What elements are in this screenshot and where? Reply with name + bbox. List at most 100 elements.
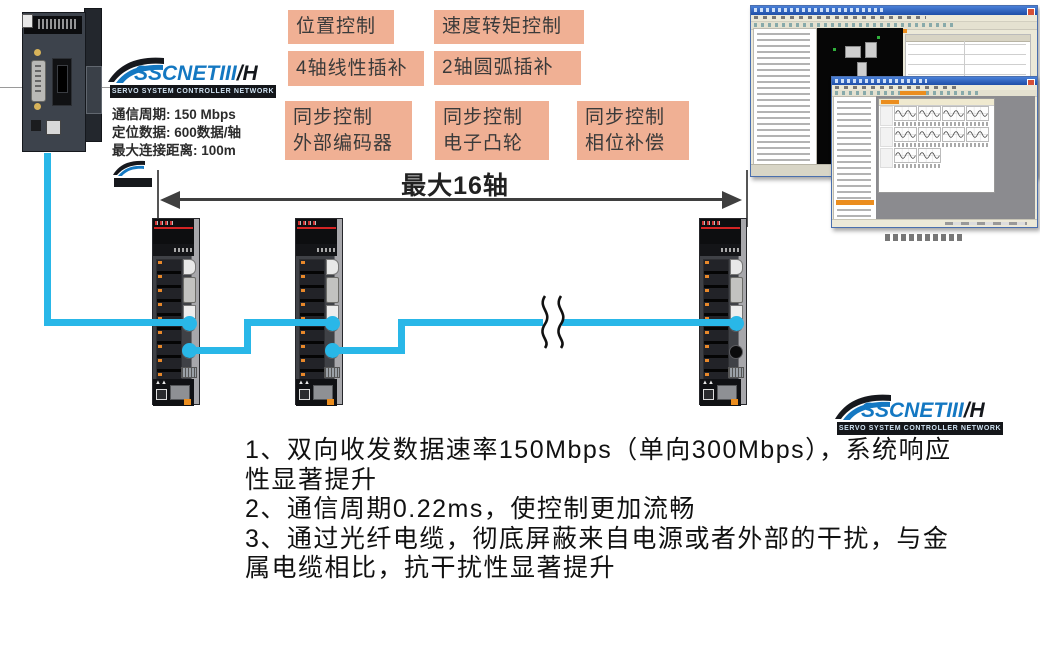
spec-line: 通信周期: 150 Mbps bbox=[112, 107, 236, 122]
row-label bbox=[880, 148, 893, 168]
io-connector bbox=[326, 277, 339, 303]
note-line: 性显著提升 bbox=[245, 465, 378, 494]
orange-tab bbox=[184, 399, 191, 405]
small-port bbox=[31, 120, 41, 131]
encoder-connector bbox=[183, 259, 196, 275]
logo-subtitle: SERVO SYSTEM CONTROLLER NETWORK bbox=[110, 85, 276, 98]
arrow-end-bar bbox=[157, 170, 159, 227]
drive-red-stripe bbox=[297, 227, 336, 229]
small-switch bbox=[46, 120, 61, 135]
window-caption bbox=[885, 234, 963, 241]
waveform-grid bbox=[880, 106, 989, 169]
waveform-cell bbox=[918, 148, 941, 168]
drive-red-stripe bbox=[701, 227, 740, 229]
sscnet-cable-segment bbox=[244, 323, 251, 354]
waveform-cell bbox=[942, 127, 965, 147]
mitsubishi-logo bbox=[702, 221, 722, 225]
note-line: 1、双向收发数据速率150Mbps（单向300Mbps），系统响应 bbox=[245, 436, 952, 464]
warning-icons: ▲▲ bbox=[155, 380, 167, 386]
swoosh-icon bbox=[835, 394, 891, 420]
dsub-connector bbox=[31, 60, 46, 102]
note-line: 2、通信周期0.22ms，使控制更加流畅 bbox=[245, 495, 696, 523]
logo-subtitle: SERVO SYSTEM CONTROLLER NETWORK bbox=[837, 422, 1003, 435]
sscnet-cable-segment bbox=[398, 323, 405, 354]
waveform-cell bbox=[942, 106, 965, 126]
spec-line: 定位数据: 600数据/轴 bbox=[112, 125, 242, 140]
mini-logo-bar bbox=[114, 178, 152, 187]
drive-top-band bbox=[296, 219, 337, 244]
sscnet-cable-segment bbox=[244, 319, 336, 326]
cam-tree-panel bbox=[833, 96, 878, 222]
encoder-connector bbox=[326, 259, 339, 275]
cable-connector-dot bbox=[182, 316, 197, 331]
cable-connector-dot bbox=[182, 343, 197, 358]
battery-cover bbox=[313, 385, 333, 400]
sscnet-cable-segment bbox=[44, 153, 51, 326]
active-tab-highlight bbox=[900, 91, 926, 95]
drive-red-stripe bbox=[154, 227, 193, 229]
logo-text: SSCNETIII/H bbox=[861, 399, 985, 422]
battery-icon bbox=[299, 389, 310, 400]
drive-model-band bbox=[153, 244, 194, 256]
sscnet-cable-segment bbox=[329, 347, 405, 354]
drive-bottom-band: ▲▲ bbox=[296, 379, 337, 406]
feature-box-sync-external-encoder: 同步控制 外部编码器 bbox=[285, 101, 412, 160]
orange-tab bbox=[327, 399, 334, 405]
waveform-grid-panel bbox=[878, 98, 995, 193]
sscnet-cable-segment bbox=[398, 319, 543, 326]
feature-box-4axis-linear-interpolation: 4轴线性插补 bbox=[288, 51, 424, 86]
battery-cover bbox=[717, 385, 737, 400]
servo-drive: ▲▲ bbox=[295, 218, 343, 406]
servo-drive: ▲▲ bbox=[699, 218, 747, 406]
drive-bottom-band: ▲▲ bbox=[700, 379, 741, 406]
feature-box-sync-phase-compensation: 同步控制 相位补偿 bbox=[577, 101, 689, 160]
cable-connector-dot bbox=[325, 316, 340, 331]
mini-sscnet-logo bbox=[112, 160, 154, 188]
io-connector bbox=[183, 277, 196, 303]
mini-swoosh-icon bbox=[113, 160, 145, 176]
selected-item-highlight bbox=[836, 200, 874, 205]
warning-icons: ▲▲ bbox=[298, 380, 310, 386]
note-line: 3、通过光纤电缆，彻底屏蔽来自电源或者外部的干扰，与金 bbox=[245, 524, 950, 553]
waveform-cell bbox=[918, 127, 941, 147]
battery-icon bbox=[703, 389, 714, 400]
pin-connector bbox=[181, 367, 197, 378]
project-tree-panel bbox=[753, 28, 817, 166]
waveform-cell bbox=[894, 106, 917, 126]
waveform-cell bbox=[966, 127, 989, 147]
sscnet-logo: SSCNETIII/H SERVO SYSTEM CONTROLLER NETW… bbox=[833, 393, 1005, 439]
io-connector bbox=[730, 277, 743, 303]
waveform-cell bbox=[894, 148, 917, 168]
mitsubishi-logo bbox=[155, 221, 175, 225]
window-statusbar bbox=[832, 219, 1037, 227]
feature-box-2axis-circular-interpolation: 2轴圆弧插补 bbox=[434, 51, 581, 85]
max-axes-label: 最大16轴 bbox=[401, 172, 509, 200]
servo-drive: ▲▲ bbox=[152, 218, 200, 406]
module-slot bbox=[52, 58, 72, 106]
window-titlebar bbox=[751, 6, 1037, 16]
logo-text: SSCNETIII/H bbox=[134, 62, 258, 85]
pin-connector bbox=[728, 367, 744, 378]
arrow-end-bar bbox=[746, 170, 748, 227]
drive-bottom-band: ▲▲ bbox=[153, 379, 194, 406]
side-connector bbox=[86, 66, 102, 114]
cam-editor-window bbox=[831, 76, 1038, 228]
sscnet-port-out bbox=[729, 345, 743, 359]
waveform-cell bbox=[918, 106, 941, 126]
mitsubishi-logo bbox=[298, 221, 318, 225]
module-label-band bbox=[24, 16, 82, 34]
screw bbox=[34, 103, 41, 110]
row-label bbox=[880, 127, 893, 147]
cable-break-icon bbox=[541, 295, 565, 349]
encoder-connector bbox=[730, 259, 743, 275]
screw bbox=[34, 49, 41, 56]
arrow-left-head-icon bbox=[160, 191, 180, 209]
drive-top-band bbox=[153, 219, 194, 244]
sscnet-cable-segment bbox=[186, 347, 251, 354]
grid-header bbox=[879, 99, 994, 106]
battery-cover bbox=[170, 385, 190, 400]
waveform-cell bbox=[894, 127, 917, 147]
window-menubar bbox=[751, 15, 1037, 22]
motion-controller-module bbox=[22, 8, 102, 153]
